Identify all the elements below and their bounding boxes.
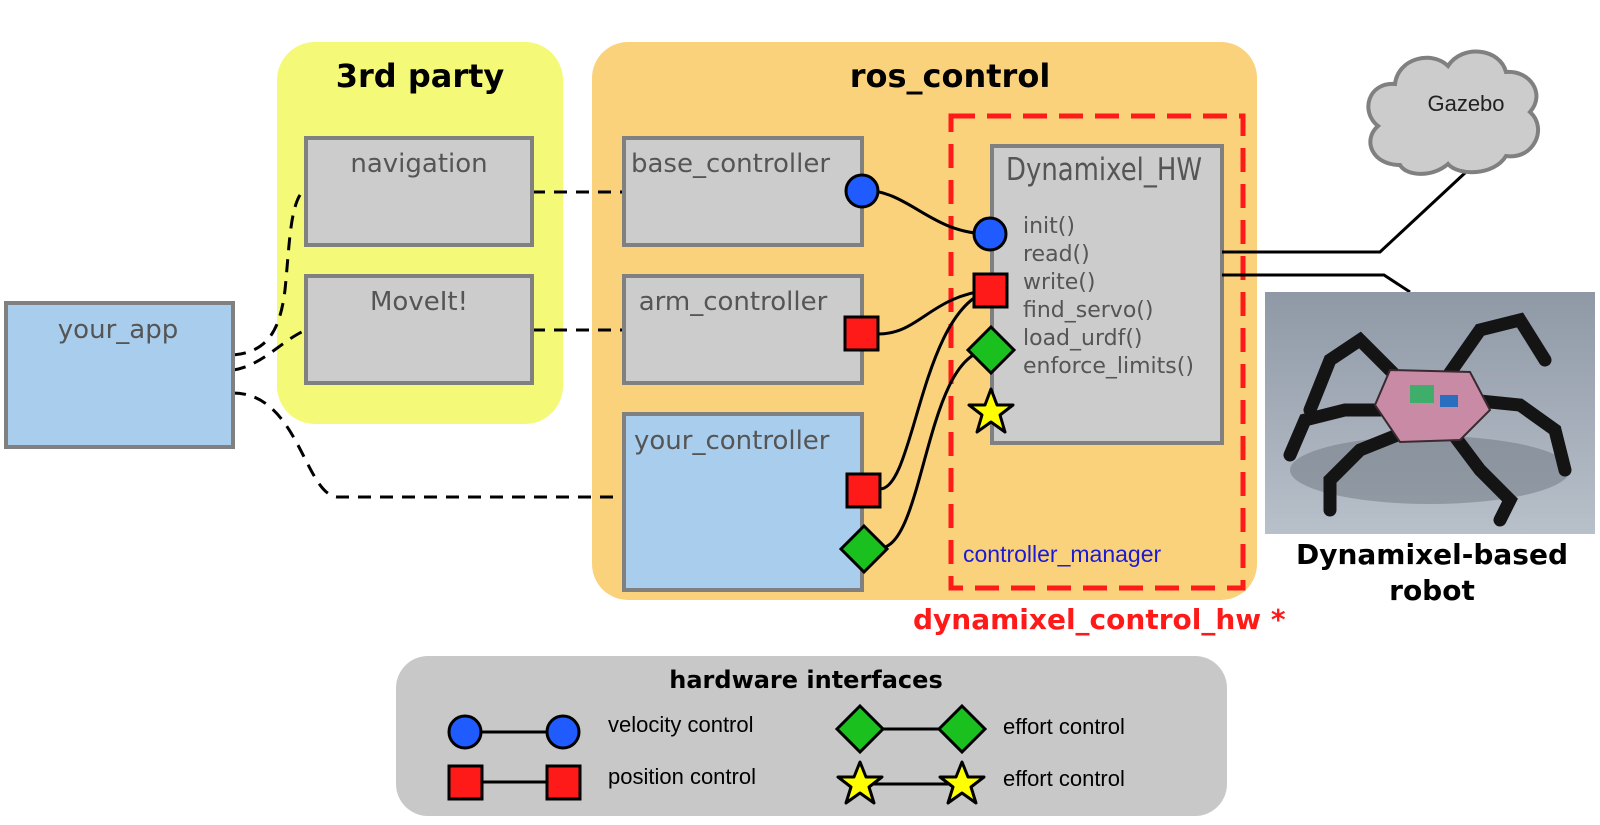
effort-port-your-controller: [838, 523, 890, 575]
gazebo-label: Gazebo: [1427, 91, 1504, 116]
hw-method: load_urdf(): [1023, 326, 1143, 351]
robot-photo: [1265, 292, 1595, 534]
legend-title: hardware interfaces: [669, 666, 942, 694]
legend-effort-icon: [834, 703, 886, 755]
legend-effort-star: effort control: [836, 760, 1125, 805]
base-controller-label: base_controller: [631, 149, 830, 179]
legend-effort-icon: [936, 703, 988, 755]
navigation-label: navigation: [350, 149, 487, 179]
dynamixel-control-hw-region: [948, 113, 1246, 591]
legend-effort-diamond: effort control: [834, 703, 1125, 755]
legend-effort-star-icon: [836, 760, 884, 805]
position-port-arm-controller: [843, 315, 880, 352]
velocity-port-hw: [972, 216, 1008, 252]
link-app-navigation: [232, 186, 308, 357]
legend-position-icon: [447, 764, 484, 801]
hw-method: read(): [1023, 242, 1090, 267]
effort-link-your: [879, 348, 991, 550]
legend-velocity-icon: [447, 714, 483, 750]
controller-manager-label: controller_manager: [963, 541, 1162, 567]
robot-caption-line1: Dynamixel-based: [1296, 538, 1568, 571]
package-label: dynamixel_control_hw *: [913, 603, 1286, 636]
position-port-hw: [972, 272, 1009, 309]
link-app-yourcontroller: [232, 391, 624, 499]
gazebo-cloud: Gazebo: [1366, 49, 1541, 176]
dynamixel-hw-title: Dynamixel_HW: [1006, 152, 1202, 188]
position-link-your: [879, 288, 991, 491]
position-port-your-controller: [845, 472, 882, 509]
robot-caption-line2: robot: [1389, 574, 1475, 607]
hw-to-robot: [1222, 273, 1411, 294]
moveit-label: MoveIt!: [370, 287, 468, 317]
legend-effort-star-icon: [938, 760, 986, 805]
arm-controller-box[interactable]: [622, 274, 864, 385]
hw-method: init(): [1023, 214, 1075, 239]
your-controller-box[interactable]: [622, 412, 864, 592]
position-link-arm: [877, 288, 991, 336]
legend-effort-star-label: effort control: [1003, 766, 1125, 791]
dashed-connections: [232, 186, 624, 499]
hw-method: find_servo(): [1023, 298, 1153, 323]
arm-controller-label: arm_controller: [639, 287, 828, 317]
moveit-box[interactable]: [304, 274, 534, 385]
legend-velocity: velocity control: [447, 712, 754, 750]
effort-port-hw: [965, 324, 1017, 376]
ros-control-title: ros_control: [850, 57, 1051, 95]
navigation-box[interactable]: [304, 136, 534, 247]
legend-velocity-icon: [545, 714, 581, 750]
hw-methods: init() read() write() find_servo() load_…: [1023, 214, 1194, 379]
your-app-label: your_app: [58, 315, 178, 345]
hw-method: enforce_limits(): [1023, 354, 1194, 379]
legend-velocity-label: velocity control: [608, 712, 754, 737]
hw-to-gazebo: [1222, 170, 1468, 254]
your-controller-label: your_controller: [634, 426, 830, 456]
base-controller-box[interactable]: [622, 136, 864, 247]
legend-panel: [396, 656, 1227, 816]
hw-method: write(): [1023, 270, 1095, 295]
third-party-title: 3rd party: [336, 57, 505, 95]
legend-position: position control: [447, 764, 756, 801]
legend-position-icon: [545, 764, 582, 801]
velocity-port-base-controller: [844, 173, 880, 209]
effort-star-port-hw: [967, 387, 1015, 434]
legend-position-label: position control: [608, 764, 756, 789]
link-app-moveit: [232, 328, 307, 372]
legend-effort-label: effort control: [1003, 714, 1125, 739]
your-app-box[interactable]: [4, 301, 235, 449]
